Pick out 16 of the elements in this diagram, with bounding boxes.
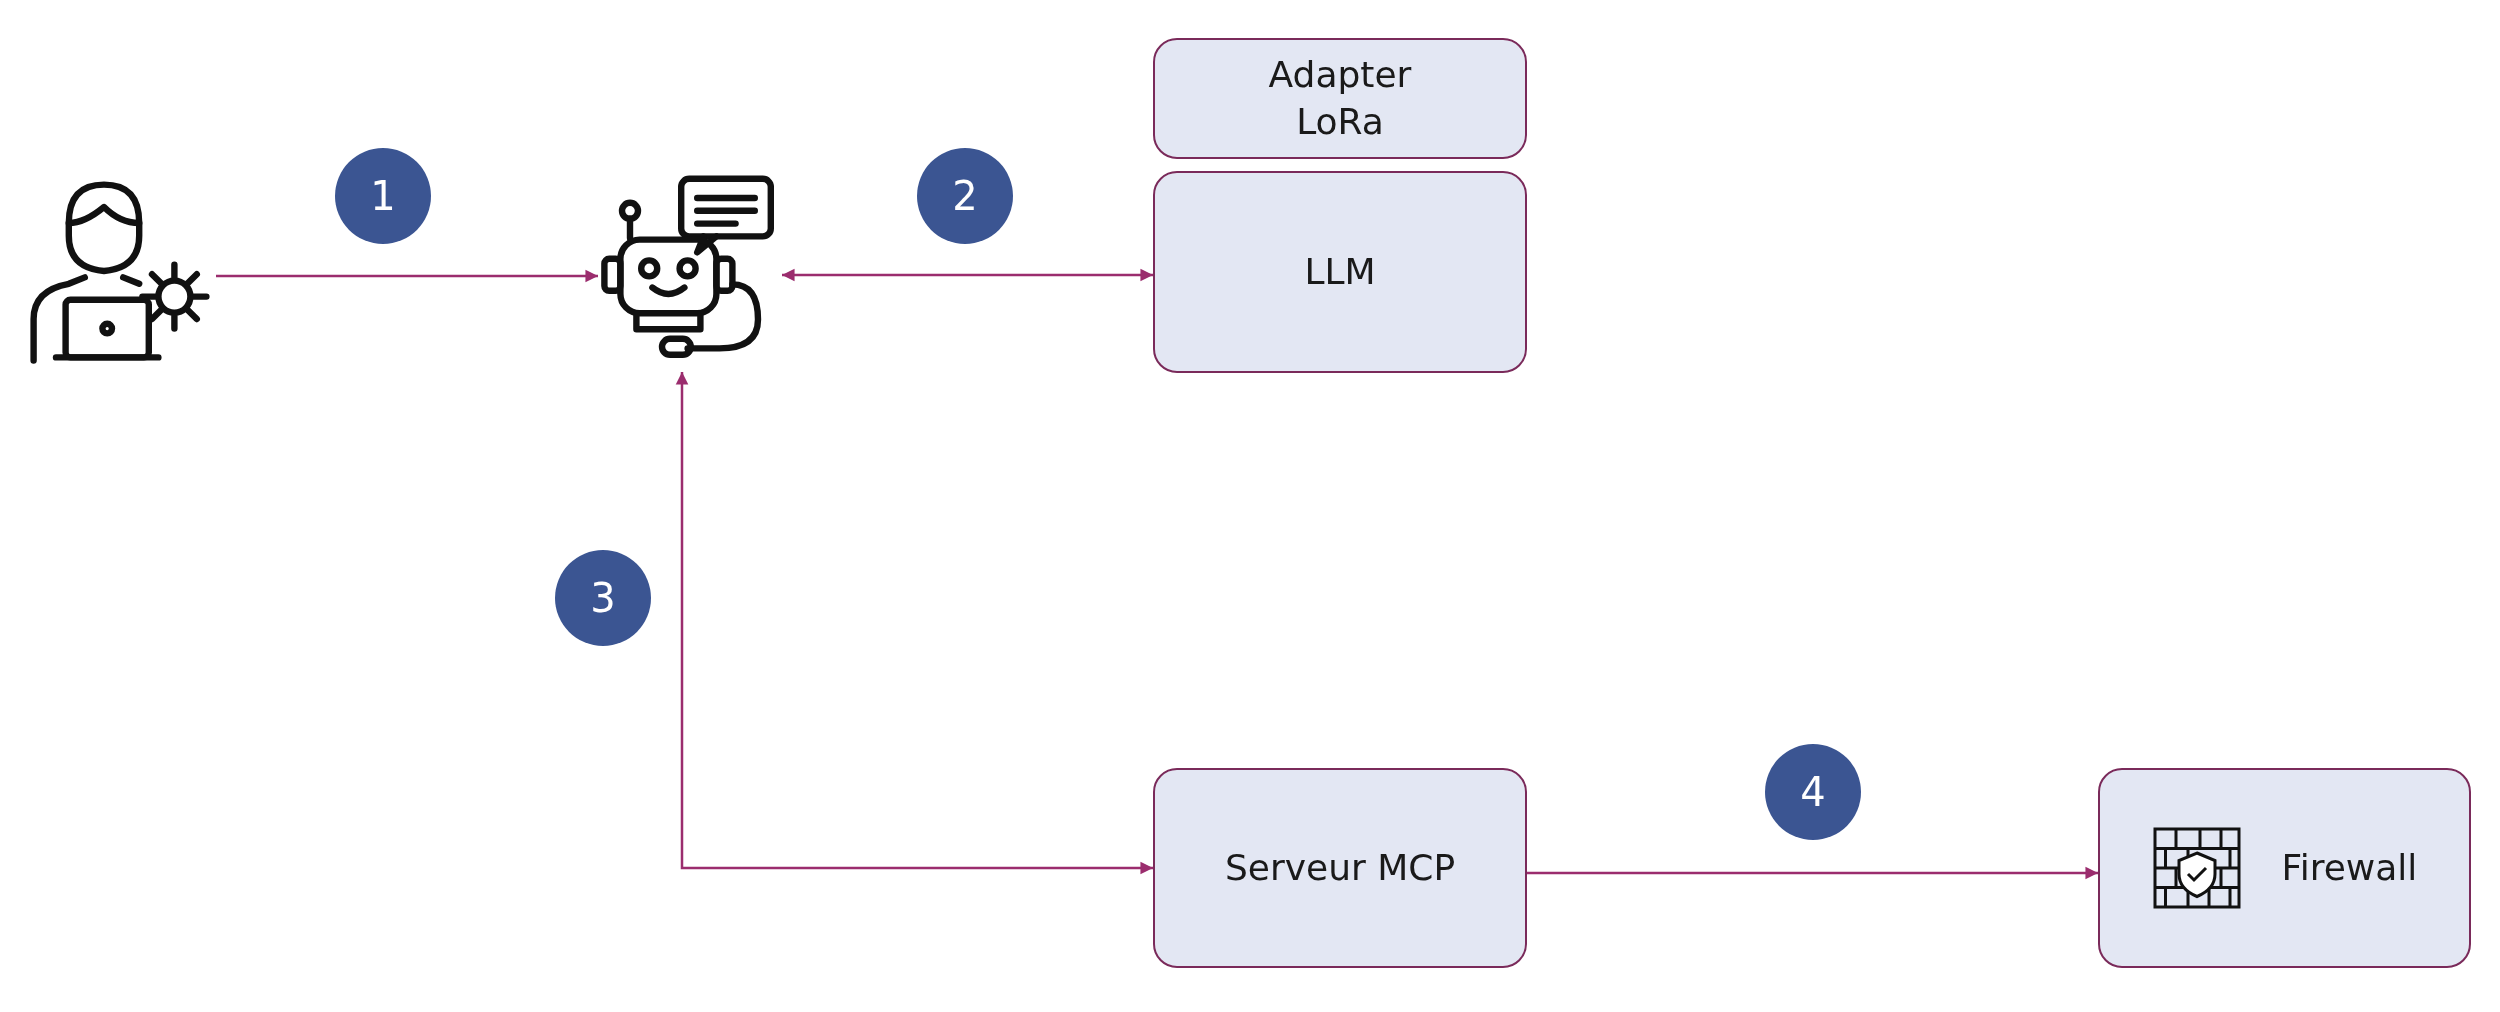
connector-arrow [781,268,1154,282]
callout-number: 3 [555,550,651,646]
box-label: Serveur MCP [1224,845,1456,890]
connector-arrow [216,269,599,283]
callout-number: 2 [917,148,1013,244]
box-label: Firewall [2281,845,2418,890]
process-box [1153,768,1527,968]
process-box [1153,38,1527,159]
process-box [2098,768,2471,968]
connector-arrow [1527,866,2099,880]
box-label: Adapter LoRa [1267,52,1413,144]
process-box [1153,171,1527,373]
callout-number: 1 [335,148,431,244]
connector-arrow [675,371,1154,875]
callout-number: 4 [1765,744,1861,840]
box-label: LLM [1304,249,1376,294]
